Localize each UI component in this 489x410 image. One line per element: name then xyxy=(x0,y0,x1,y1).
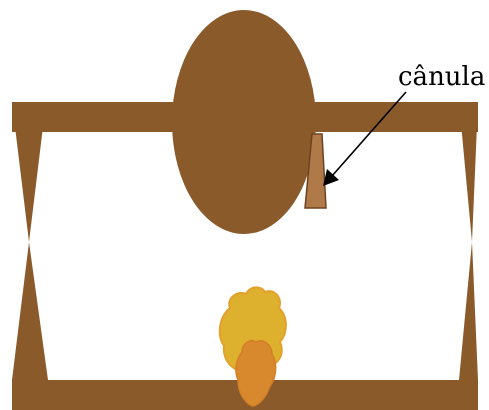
canula-label: cânula xyxy=(398,62,485,92)
arrow-shaft xyxy=(331,91,407,177)
flame xyxy=(218,286,287,407)
frame-right-post xyxy=(459,102,478,380)
sphere xyxy=(172,10,316,234)
canula-pointer-arrow xyxy=(323,91,407,186)
arrow-head xyxy=(323,169,339,186)
frame-left-post xyxy=(12,102,48,380)
flame-inner xyxy=(235,340,277,407)
canula xyxy=(304,133,327,209)
